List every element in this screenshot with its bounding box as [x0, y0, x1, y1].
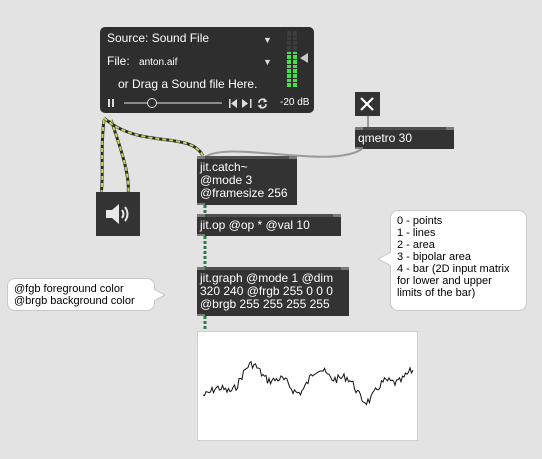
- source-menu[interactable]: Source: Sound File: [107, 31, 209, 45]
- meter-segment-divider: [287, 68, 291, 70]
- comment-line: @brgb background color: [14, 295, 135, 307]
- comment-colors: @fgb foreground color @brgb background c…: [7, 278, 155, 311]
- meter-segment-divider: [293, 68, 297, 70]
- comment-line: for lower and upper: [397, 275, 492, 287]
- inlet[interactable]: [446, 127, 454, 130]
- object-text-line: 320 240 @frgb 255 0 0 0: [200, 284, 333, 298]
- comment-line: 3 - bipolar area: [397, 251, 471, 263]
- gain-slider-handle-icon[interactable]: [300, 53, 309, 63]
- chevron-down-icon[interactable]: ▼: [263, 57, 272, 67]
- jit-op-object[interactable]: jit.op @op * @val 10: [197, 214, 341, 236]
- inlet[interactable]: [355, 127, 363, 130]
- loop-icon[interactable]: [257, 98, 268, 109]
- graph-display[interactable]: [197, 331, 418, 441]
- slider-knob[interactable]: [147, 98, 158, 108]
- chevron-down-icon[interactable]: ▼: [263, 35, 272, 45]
- object-text: jit.op @op * @val 10: [200, 218, 310, 232]
- meter-segment-divider: [293, 77, 297, 79]
- waveform-plot: [202, 360, 414, 406]
- skip-forward-icon[interactable]: [242, 99, 252, 108]
- object-text-line: jit.catch~: [200, 160, 248, 174]
- file-menu[interactable]: File: anton.aif: [107, 54, 177, 68]
- outlet[interactable]: [355, 147, 363, 149]
- comment-pointer: [154, 289, 166, 301]
- source-label: Source: Sound File: [107, 31, 210, 45]
- meter-segment-divider: [287, 49, 291, 51]
- comment-line: @fgb foreground color: [14, 283, 124, 295]
- comment-line: 2 - area: [397, 239, 435, 251]
- db-readout: -20 dB: [280, 97, 310, 108]
- meter-segment-divider: [293, 54, 297, 56]
- meter-fill: [287, 52, 291, 87]
- meter-segment-divider: [293, 45, 297, 46]
- inlet[interactable]: [197, 156, 205, 159]
- meter-fill: [293, 52, 297, 87]
- meter-segment-divider: [287, 40, 291, 42]
- meter-segment-divider: [293, 73, 297, 74]
- meter-segment-divider: [287, 77, 291, 79]
- meter-segment-divider: [293, 59, 297, 60]
- file-name: anton.aif: [139, 57, 178, 68]
- inlet[interactable]: [197, 267, 205, 270]
- object-text: qmetro 30: [358, 131, 413, 145]
- level-meter-right: [293, 31, 297, 87]
- level-meter-left: [287, 31, 291, 87]
- waveform-line: [202, 360, 414, 406]
- speaker-icon: [106, 204, 129, 224]
- pause-icon[interactable]: [108, 99, 114, 107]
- meter-segment-divider: [293, 35, 297, 37]
- object-text-line: jit.graph @mode 1 @dim: [200, 271, 334, 285]
- close-icon: [360, 97, 374, 111]
- skip-back-icon[interactable]: [229, 99, 239, 108]
- outlet[interactable]: [197, 234, 205, 236]
- meter-segment-divider: [287, 35, 291, 37]
- comment-line: 1 - lines: [397, 227, 436, 239]
- drag-hint: or Drag a Sound file Here.: [118, 77, 258, 91]
- jit-graph-object[interactable]: jit.graph @mode 1 @dim 320 240 @frgb 255…: [197, 267, 349, 316]
- jit-catch-object[interactable]: jit.catch~ @mode 3 @framesize 256: [197, 156, 297, 205]
- playback-slider[interactable]: [124, 98, 222, 108]
- meter-segment-divider: [287, 63, 291, 65]
- comment-pointer: [378, 252, 391, 266]
- object-text-line: @mode 3: [200, 173, 253, 187]
- file-label: File:: [107, 54, 130, 68]
- meter-segment-divider: [287, 73, 291, 74]
- outlet[interactable]: [197, 314, 205, 316]
- inlet[interactable]: [341, 267, 349, 270]
- meter-segment-divider: [287, 59, 291, 60]
- meter-segment-divider: [293, 49, 297, 51]
- qmetro-object[interactable]: qmetro 30: [355, 127, 454, 149]
- comment-line: 4 - bar (2D input matrix: [397, 263, 510, 275]
- meter-segment-divider: [287, 82, 291, 84]
- meter-segment-divider: [287, 54, 291, 56]
- comment-line: limits of the bar): [397, 287, 476, 299]
- comment-graph-modes: 0 - points 1 - lines 2 - area 3 - bipola…: [390, 210, 527, 311]
- comment-line: 0 - points: [397, 215, 443, 227]
- meter-segment-divider: [287, 45, 291, 46]
- meter-segment-divider: [293, 82, 297, 84]
- meter-segment-divider: [293, 40, 297, 42]
- object-text-line: @brgb 255 255 255 255: [200, 297, 330, 311]
- inlet[interactable]: [289, 156, 297, 159]
- inlet[interactable]: [197, 214, 205, 217]
- outlet[interactable]: [197, 203, 205, 205]
- audio-output-toggle[interactable]: [96, 192, 140, 236]
- toggle[interactable]: [355, 92, 380, 116]
- object-text-line: @framesize 256: [200, 186, 288, 200]
- meter-segment-divider: [293, 63, 297, 65]
- audio-file-player[interactable]: Source: Sound File ▼ File: anton.aif ▼ o…: [100, 27, 314, 113]
- inlet[interactable]: [333, 214, 341, 217]
